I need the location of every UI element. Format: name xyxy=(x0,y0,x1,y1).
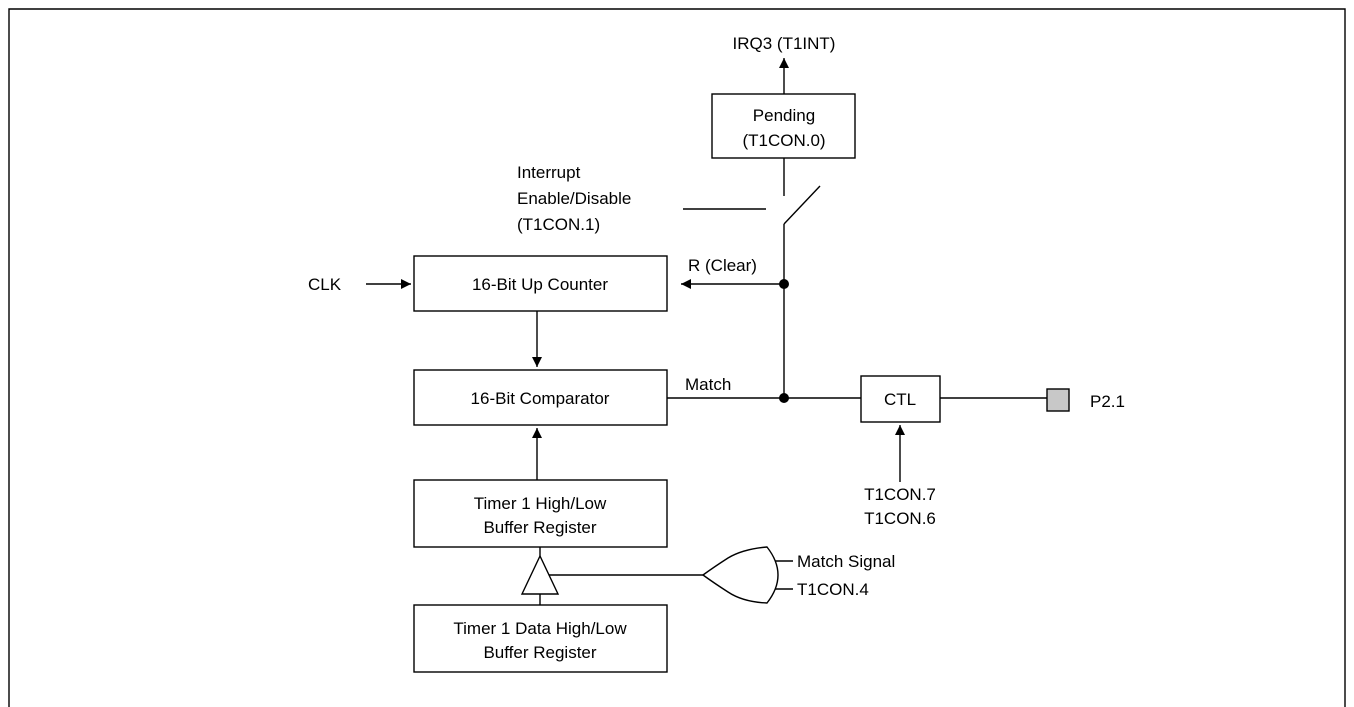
pending-label-line1: Pending xyxy=(753,106,815,125)
buffer-register-line1: Timer 1 High/Low xyxy=(474,494,607,513)
p21-pin xyxy=(1046,388,1070,412)
up-counter-block xyxy=(413,255,668,312)
clk-label: CLK xyxy=(308,275,342,294)
t1con6-label: T1CON.6 xyxy=(864,509,936,528)
p21-label: P2.1 xyxy=(1090,392,1125,411)
interrupt-label-line3: (T1CON.1) xyxy=(517,215,600,234)
buffer-register-line2: Buffer Register xyxy=(483,518,596,537)
interrupt-label-line1: Interrupt xyxy=(517,163,581,182)
irq-label: IRQ3 (T1INT) xyxy=(733,34,836,53)
interrupt-switch-blade xyxy=(783,185,821,225)
t1con7-label: T1CON.7 xyxy=(864,485,936,504)
or-gate-symbol xyxy=(701,546,779,604)
up-counter-label: 16-Bit Up Counter xyxy=(472,275,608,294)
clear-label: R (Clear) xyxy=(688,256,757,275)
comparator-label: 16-Bit Comparator xyxy=(471,389,610,408)
interrupt-label-line2: Enable/Disable xyxy=(517,189,631,208)
diagram-frame xyxy=(8,8,1346,707)
buffer-register-block xyxy=(413,479,668,548)
t1con4-label: T1CON.4 xyxy=(797,580,869,599)
ctl-block xyxy=(860,375,941,423)
data-buffer-register-line1: Timer 1 Data High/Low xyxy=(453,619,627,638)
comparator-block xyxy=(413,369,668,426)
match-signal-label: Match Signal xyxy=(797,552,895,571)
match-label: Match xyxy=(685,375,731,394)
data-buffer-register-line2: Buffer Register xyxy=(483,643,596,662)
ctl-label: CTL xyxy=(884,390,916,409)
pending-label-line2: (T1CON.0) xyxy=(742,131,825,150)
data-buffer-register-block xyxy=(413,604,668,673)
